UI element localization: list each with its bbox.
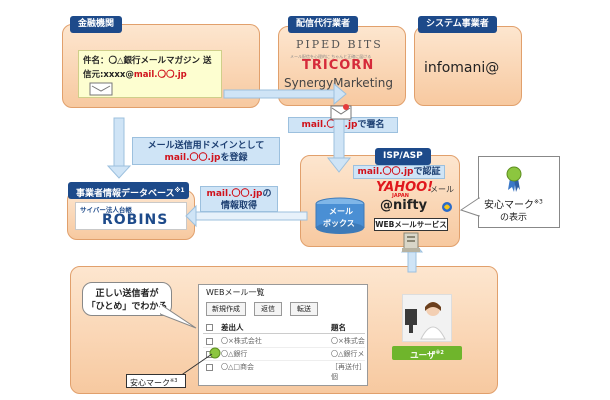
- register-line2: mail.〇〇.jpを登録: [133, 152, 279, 164]
- anshin-text: 安心マーク: [130, 378, 170, 388]
- register-line1: メール送信用ドメインとして: [147, 141, 265, 151]
- acquire-line1: mail.〇〇.jpの: [201, 188, 277, 200]
- arrow-financial-down-shaft: [113, 117, 125, 169]
- mailbox-icon: [315, 197, 365, 234]
- webmail-row-1[interactable]: 〇×株式会社 〇×株式会: [203, 336, 365, 348]
- arrow-financial-right-head: [333, 82, 347, 106]
- db-isp-link: [194, 211, 308, 221]
- webmail-service-label: WEBメールサービス: [374, 218, 448, 231]
- robins-logo: ROBINS: [102, 212, 169, 228]
- email-from-domain: mail.〇〇.jp: [133, 70, 187, 80]
- acquire-line1-suffix: の: [262, 189, 272, 199]
- row-subject: 〇×株式会: [331, 337, 365, 345]
- safe-mark-callout: [478, 156, 560, 228]
- db-isp-arrow-head: [185, 204, 197, 228]
- col-subject: 題名: [331, 323, 346, 332]
- auth-domain: mail.〇〇.jp: [357, 167, 414, 177]
- nifty-icon: [442, 202, 452, 212]
- acquire-domain: mail.〇〇.jp: [206, 189, 263, 199]
- server-icon: [402, 232, 420, 252]
- row-checkbox[interactable]: [206, 338, 213, 345]
- system-tag: システム事業者: [418, 16, 497, 33]
- tricorn-small-text: メール配信を心理的に ちゃんと正確に届ける: [290, 54, 372, 59]
- mailbox-line2: ボックス: [323, 219, 355, 228]
- yahoo-logo: YAHOO!: [376, 180, 434, 195]
- correct-line2: 「ひとめ」でわかる: [86, 302, 168, 312]
- sign-domain: mail.〇〇.jp: [301, 120, 358, 130]
- row-safe-mark-icon: [209, 347, 221, 359]
- database-note: ※1: [174, 187, 185, 194]
- financial-tag: 金融機関: [70, 16, 123, 33]
- database-tag: 事業者情報データベース※1: [68, 182, 189, 199]
- user-note: ※2: [435, 350, 444, 356]
- anshin-note: ※3: [170, 378, 178, 384]
- acquire-label: mail.〇〇.jpの 情報取得: [200, 186, 278, 212]
- synergy-logo: SynergyMarketing: [284, 76, 393, 90]
- acquire-line2: 情報取得: [220, 201, 257, 211]
- header-checkbox[interactable]: [206, 324, 213, 331]
- safe-mark-text: 安心マーク: [484, 200, 534, 211]
- email-from-prefix: 信元:xxxx@: [83, 70, 134, 80]
- row-sender: 〇×株式会社: [221, 337, 262, 345]
- yahoo-japan-text: JAPAN: [392, 193, 409, 199]
- callout-pointer: [460, 197, 480, 217]
- safe-mark-line1: 安心マーク※3: [484, 196, 543, 211]
- database-tag-label: 事業者情報データベース: [76, 189, 175, 199]
- correct-callout-tail: [160, 303, 197, 329]
- delivery-tag: 配信代行業者: [288, 16, 359, 33]
- safe-mark-icon: [506, 166, 522, 192]
- anshin-label: 安心マーク※3: [126, 374, 186, 388]
- email-from: 信元:xxxx@mail.〇〇.jp: [83, 68, 217, 80]
- new-mail-button[interactable]: 新規作成: [206, 302, 246, 316]
- mailbox-line1: メール: [329, 207, 353, 216]
- arrow-delivery-down-head: [326, 157, 352, 173]
- user-tag: ユーザ※2: [392, 346, 462, 361]
- col-sender: 差出人: [221, 323, 244, 332]
- isp-tag: ISP/ASP: [375, 148, 431, 165]
- register-label: メール送信用ドメインとして mail.〇〇.jpを登録: [132, 137, 280, 165]
- email-subject: 件名：〇△銀行メールマガジン 送: [83, 56, 212, 66]
- reply-button[interactable]: 返信: [254, 302, 282, 316]
- webmail-row-2[interactable]: 〇△銀行 〇△銀行メ: [203, 349, 365, 361]
- sign-text: で署名: [357, 120, 385, 130]
- correct-line1: 正しい送信者が: [95, 289, 159, 299]
- row-sender: 〇△銀行: [221, 350, 248, 358]
- webmail-row-3[interactable]: 〇△□商会 ［再送付］個: [203, 362, 365, 381]
- arrow-financial-right-shaft: [223, 89, 335, 99]
- signed-envelope-icon: [330, 104, 352, 120]
- row-subject: 〇△銀行メ: [331, 350, 365, 358]
- webmail-header-row: 差出人 題名: [203, 322, 365, 334]
- infomania-logo: infomani@: [424, 60, 500, 76]
- user-avatar: [405, 302, 446, 340]
- row-sender: 〇△□商会: [221, 363, 254, 371]
- yahoo-mail-text: メール: [430, 185, 454, 194]
- user-tag-label: ユーザ: [410, 350, 436, 361]
- envelope-icon: [89, 82, 113, 96]
- register-text: を登録: [220, 153, 248, 163]
- tricorn-logo: TRICORN: [302, 58, 375, 73]
- anshin-pointer: [179, 353, 213, 377]
- safe-mark-line2: の表示: [500, 213, 528, 223]
- robins-small-text: サイバー法人台帳: [80, 206, 132, 214]
- register-domain: mail.〇〇.jp: [164, 153, 221, 163]
- row-subject: ［再送付］個: [331, 363, 363, 381]
- system-panel: [414, 26, 522, 106]
- nifty-logo: @nifty: [380, 198, 428, 213]
- row-checkbox[interactable]: [206, 364, 213, 371]
- auth-label: mail.〇〇.jpで認証: [353, 165, 445, 179]
- arrow-financial-down-head: [106, 165, 132, 179]
- forward-button[interactable]: 転送: [290, 302, 318, 316]
- webmail-window: [198, 284, 368, 386]
- email-note: 件名：〇△銀行メールマガジン 送 信元:xxxx@mail.〇〇.jp: [78, 50, 222, 98]
- webmail-title: WEBメール一覧: [206, 288, 265, 297]
- correct-sender-callout: 正しい送信者が 「ひとめ」でわかる: [82, 282, 172, 316]
- auth-text: で認証: [413, 167, 441, 177]
- piped-bits-logo: PIPED BITS: [296, 38, 383, 51]
- safe-mark-note: ※3: [534, 198, 543, 206]
